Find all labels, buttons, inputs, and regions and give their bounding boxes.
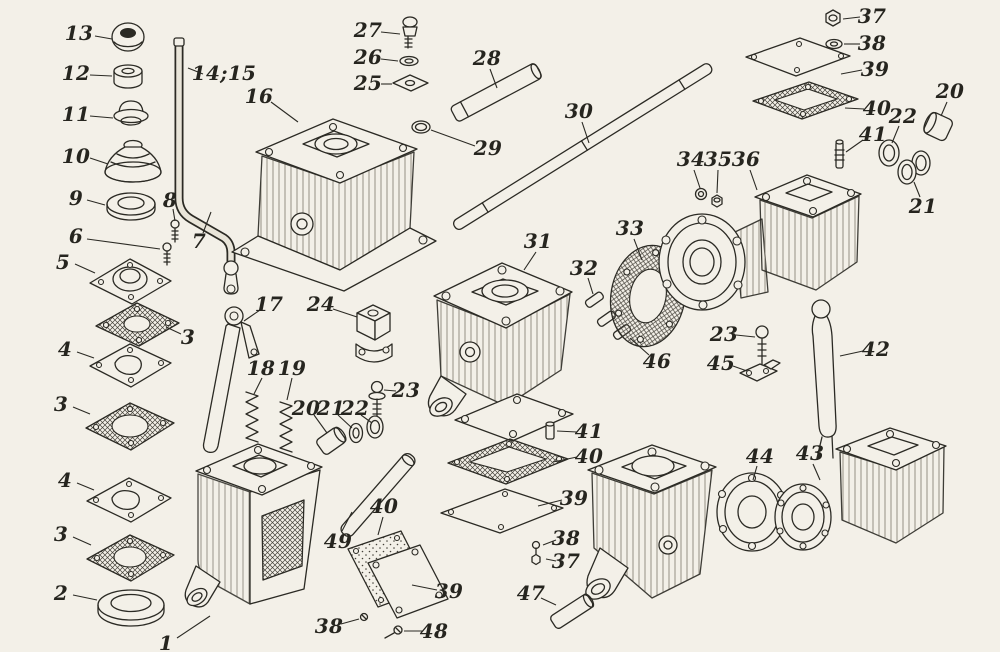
- part-4-plate-lower: [86, 477, 172, 523]
- part-16-cover-housing: [231, 118, 437, 292]
- part-49-shaft: [340, 452, 416, 538]
- part-24-clamp-block: [355, 304, 393, 363]
- part-37-nut-topright: [825, 9, 841, 27]
- part-41-stud-topright: [834, 139, 845, 169]
- part-38-washer-topright: [825, 38, 843, 50]
- part-9-ring: [106, 192, 156, 221]
- part-21-washer-center: [348, 422, 364, 444]
- part-22-washer-topright: [878, 139, 900, 167]
- part-29-ring: [411, 120, 431, 134]
- part-8-stud: [170, 219, 180, 243]
- part-12-nut: [113, 64, 143, 89]
- part-1-housing: [184, 443, 323, 608]
- part-40-gasket-topright: [752, 81, 859, 120]
- part-21-washers-topright: [897, 150, 931, 185]
- part-3-gasket-bottom: [86, 534, 175, 582]
- part-3-gasket-top: [95, 302, 180, 347]
- part-6-stud: [162, 242, 172, 266]
- part-47-pin: [550, 593, 595, 629]
- part-35-nut: [711, 194, 723, 208]
- part-13-knob: [111, 22, 145, 52]
- part-5-cover: [89, 258, 172, 305]
- part-27-breather: [402, 16, 418, 49]
- part-25-plate: [392, 74, 429, 92]
- part-4-plate-top: [89, 343, 172, 388]
- part-18-spring: [245, 391, 259, 443]
- part-23-bolt-right: [755, 325, 769, 365]
- part-48-screw: [384, 625, 403, 639]
- part-30-shifter-rail: [453, 63, 713, 231]
- part-22-ring-center: [366, 415, 384, 439]
- part-2-seal-ring: [97, 589, 165, 627]
- part-31-housing: [427, 262, 574, 442]
- part-38-screw-center: [531, 540, 541, 557]
- part-43-housing: [774, 427, 947, 551]
- part-39-cover-bottom: [367, 544, 449, 619]
- part-26-washer: [399, 55, 419, 67]
- part-19-spring: [279, 401, 293, 453]
- part-45-lock-plate: [739, 359, 781, 382]
- part-14-15-gearshift-rod: [173, 37, 239, 295]
- part-11-cap: [113, 100, 149, 126]
- part-39-cover-center: [440, 488, 564, 534]
- part-bottom-center-housing: [585, 444, 717, 600]
- part-3-gasket-mid: [85, 402, 175, 451]
- part-10-boot: [104, 139, 162, 183]
- part-40-gasket-center: [447, 438, 569, 485]
- part-23-bolt-center: [368, 380, 386, 422]
- part-20-cap: [316, 426, 347, 455]
- part-17-shift-lever: [202, 306, 260, 454]
- part-34-lockwasher: [694, 187, 708, 201]
- part-20-cap-topright: [923, 111, 953, 142]
- part-37-nut-center: [531, 553, 541, 566]
- part-41-detent-pin: [545, 421, 555, 440]
- part-36-flanged-housing: [658, 174, 862, 311]
- part-38-screw-bottom: [359, 612, 369, 622]
- part-28-pin: [450, 63, 542, 122]
- part-42-lever: [811, 299, 837, 459]
- part-44-round-flange: [716, 472, 788, 552]
- part-39-cover-topright: [745, 37, 851, 77]
